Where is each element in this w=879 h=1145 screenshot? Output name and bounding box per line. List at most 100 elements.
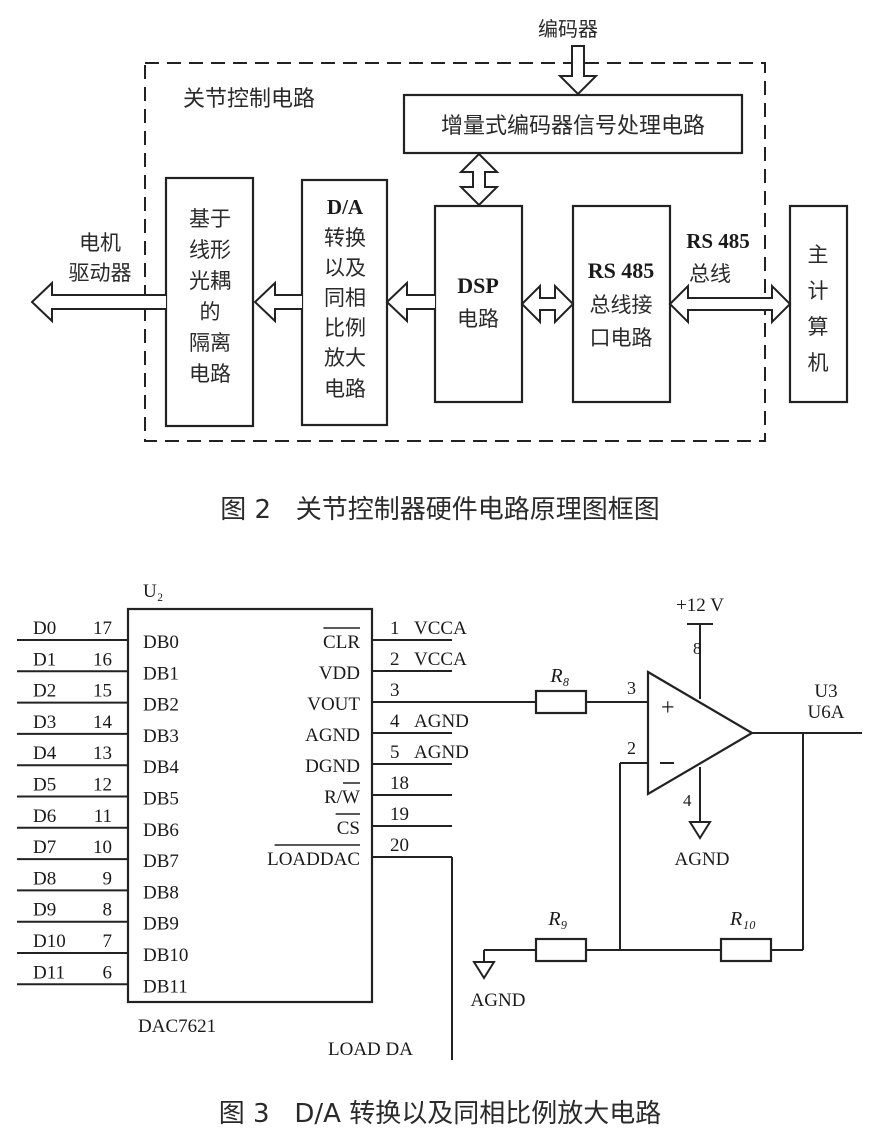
dsp-line-1: DSP [457, 273, 499, 298]
plus-sign: + [661, 695, 675, 721]
encoder-input-arrow [557, 45, 599, 96]
pin-net: D8 [33, 868, 56, 889]
pin-name: DB5 [143, 789, 179, 810]
pin-number: 14 [93, 712, 113, 733]
opamp-ref-2: U6A [808, 702, 845, 723]
rs485-line-1: RS 485 [588, 258, 655, 283]
pin-name: VDD [319, 663, 360, 684]
pin-net: D3 [33, 712, 56, 733]
pin-net: AGND [414, 711, 469, 732]
pin-name: VOUT [307, 694, 360, 715]
pin3-label: 3 [627, 678, 636, 698]
pin8-label: 8 [693, 639, 702, 658]
da-to-isolation-arrow [253, 280, 302, 324]
da-line-2: 转换 [324, 226, 366, 250]
rs485-interface-block [571, 204, 672, 404]
r9-agnd-label: AGND [471, 990, 526, 1011]
resistor-r9 [534, 937, 588, 963]
pin-net: D4 [33, 743, 57, 764]
da-line-5: 比例 [324, 316, 366, 340]
pin-name: DB3 [143, 726, 179, 747]
da-amplifier-block [300, 178, 389, 427]
pin-net: VCCA [414, 618, 467, 639]
pin-number: 7 [103, 931, 113, 952]
pin-number: 12 [93, 775, 112, 796]
dsp-to-da-arrow [385, 280, 435, 324]
joint-control-group-border [144, 62, 766, 442]
rs485-host-bidir-arrow [668, 283, 792, 325]
group-label: 关节控制电路 [183, 87, 315, 112]
motor-driver-line-2: 驱动器 [69, 261, 132, 285]
dsp-line-2: 电路 [457, 307, 499, 331]
pin-net: D9 [33, 900, 56, 921]
load-da-label: LOAD DA [328, 1039, 413, 1060]
da-line-3: 以及 [324, 256, 366, 280]
da-line-4: 同相 [324, 286, 366, 310]
figure-3-caption: 图 3 D/A 转换以及同相比例放大电路 [219, 1099, 661, 1129]
host-line-3: 算 [808, 315, 829, 339]
resistor-r10 [719, 937, 773, 963]
isolation-line-1: 基于 [189, 207, 231, 231]
isolation-to-motor-arrow [30, 280, 166, 324]
pin-net: D10 [33, 931, 66, 952]
da-line-7: 电路 [324, 377, 366, 401]
pin-name: DB9 [143, 914, 179, 935]
chip-name: DAC7621 [138, 1016, 216, 1037]
host-line-2: 计 [808, 279, 829, 303]
figure-2-caption: 图 2 关节控制器硬件电路原理图框图 [220, 495, 660, 525]
pin-name: DB2 [143, 695, 179, 716]
pin-net: D2 [33, 681, 56, 702]
pin-number: 11 [94, 806, 112, 827]
pin-net: D7 [33, 837, 56, 858]
pin-number: 15 [93, 681, 112, 702]
pin-net: D11 [33, 962, 65, 983]
isolation-block [164, 176, 255, 428]
encoder-dsp-bidir-arrow [458, 152, 500, 207]
pin-number: 17 [93, 618, 112, 639]
ground-symbol-r9 [472, 961, 496, 980]
opamp-agnd-label: AGND [675, 849, 730, 870]
dsp-block [433, 204, 524, 404]
pin-name: DGND [305, 756, 360, 777]
pin-number: 13 [93, 743, 112, 764]
pin-number: 2 [390, 649, 400, 670]
da-line-1: D/A [327, 195, 364, 219]
pin-name: DB0 [143, 632, 179, 653]
pin-number: 3 [390, 680, 400, 701]
pin-name: DB6 [143, 820, 179, 841]
pin-number: 4 [390, 711, 400, 732]
pin-number: 5 [390, 742, 400, 763]
figure-2-block-diagram: 关节控制电路 编码器 增量式编码器信号处理电路 基于 线形 光耦 的 隔离 电路… [30, 17, 849, 525]
pin-name: DB1 [143, 663, 179, 684]
pin-number: 6 [103, 962, 113, 983]
chip-ref: U₂ [143, 581, 163, 602]
pin-number: 19 [390, 804, 409, 825]
encoder-processing-block [402, 93, 744, 155]
bus-label-line-2: 总线 [689, 262, 731, 286]
isolation-line-4: 的 [200, 300, 221, 324]
rs485-line-2: 总线接 [590, 293, 653, 317]
pin-net: D1 [33, 649, 56, 670]
dac-pin-r-w: 18R/W [324, 773, 452, 808]
pin-number: 16 [93, 649, 112, 670]
isolation-line-5: 隔离 [189, 331, 231, 355]
pin-number: 1 [390, 618, 400, 639]
pin-net: D6 [33, 806, 56, 827]
pin-number: 18 [390, 773, 409, 794]
motor-driver-line-1: 电机 [79, 231, 121, 255]
isolation-line-6: 电路 [189, 362, 231, 386]
pin-name: DB7 [143, 851, 179, 872]
